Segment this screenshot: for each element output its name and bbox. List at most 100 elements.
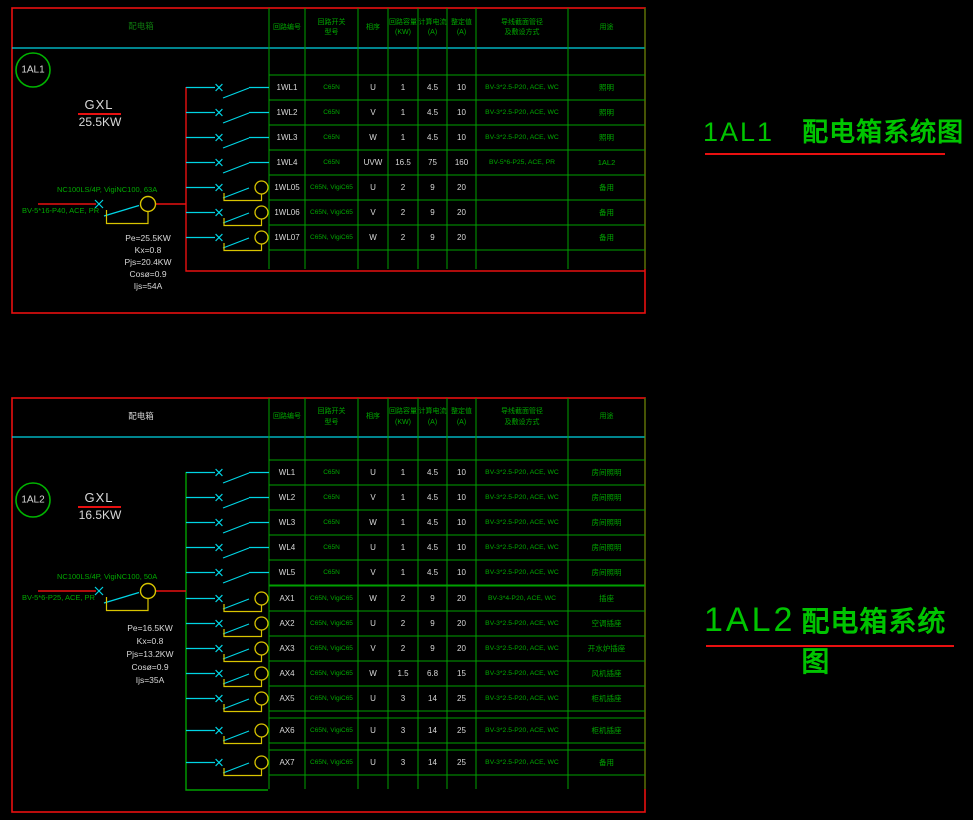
table-header-cell: 用途: [599, 23, 614, 31]
circuit-id-cell: 1WL3: [276, 133, 298, 142]
circuit-setting-cell: 20: [457, 619, 466, 628]
circuit-setting-cell: 10: [457, 568, 466, 577]
circuit-usage-cell: 开水炉插座: [587, 644, 626, 653]
circuit-id-cell: AX7: [279, 758, 295, 767]
load-calc-line: Ijs=35A: [135, 675, 165, 685]
table-header-cell: 用途: [599, 413, 614, 421]
panel-box-label: 配电箱: [128, 411, 154, 421]
circuit-id-cell: WL3: [278, 518, 296, 527]
circuit-current-cell: 4.5: [426, 468, 439, 477]
circuit-id-cell: 1WL4: [276, 158, 298, 167]
circuit-id-cell: AX4: [279, 669, 295, 678]
circuit-kw-cell: 2: [400, 208, 406, 217]
circuit-setting-cell: 10: [457, 468, 466, 477]
title-tag: 1AL1: [703, 117, 775, 147]
circuit-phase-cell: U: [370, 694, 376, 703]
circuit-setting-cell: 160: [454, 158, 469, 167]
circuit-phase-cell: U: [370, 83, 376, 92]
circuit-kw-cell: 1: [400, 108, 406, 117]
circuit-phase-cell: U: [370, 758, 376, 767]
circuit-setting-cell: 10: [457, 543, 466, 552]
load-calc-line: Cosø=0.9: [131, 662, 169, 672]
circuit-setting-cell: 10: [457, 493, 466, 502]
circuit-cable-cell: BV-3*2.5-P20, ACE, WC: [485, 670, 559, 677]
circuit-phase-cell: V: [370, 644, 376, 653]
circuit-id-cell: AX2: [279, 619, 295, 628]
circuit-kw-cell: 2: [400, 644, 406, 653]
panel-capacity: 16.5KW: [78, 508, 122, 522]
circuit-cable-cell: BV-3*2.5-P20, ACE, WC: [485, 569, 559, 576]
panel-box-label: 配电箱: [128, 21, 154, 31]
circuit-kw-cell: 1: [400, 83, 406, 92]
circuit-cable-cell: BV-3*2.5-P20, ACE, WC: [485, 134, 559, 141]
circuit-kw-cell: 2: [400, 619, 406, 628]
table-header-cell: 整定值(A): [451, 408, 472, 426]
circuit-phase-cell: W: [369, 518, 377, 527]
circuit-setting-cell: 25: [457, 726, 466, 735]
circuit-current-cell: 4.5: [426, 133, 439, 142]
title-name: 配电箱系统图: [802, 117, 965, 147]
circuit-setting-cell: 10: [457, 108, 466, 117]
circuit-id-cell: 1WL05: [274, 183, 300, 192]
circuit-kw-cell: 2: [400, 233, 406, 242]
circuit-kw-cell: 1: [400, 543, 406, 552]
table-header-cell: 相序: [366, 413, 380, 421]
circuit-current-cell: 4.5: [426, 543, 439, 552]
circuit-phase-cell: V: [370, 208, 376, 217]
circuit-kw-cell: 1.5: [397, 669, 409, 678]
circuit-setting-cell: 20: [457, 208, 466, 217]
title-underline: [706, 645, 954, 647]
table-header-cell: 计算电流(A): [418, 18, 447, 37]
panel-capacity: 25.5KW: [78, 115, 122, 129]
circuit-breaker-cell: C65N, VigiC65: [310, 645, 353, 652]
circuit-cable-cell: BV-3*2.5-P20, ACE, WC: [485, 469, 559, 476]
circuit-phase-cell: U: [370, 619, 376, 628]
circuit-kw-cell: 16.5: [395, 158, 411, 167]
table-header-cell: 导线截面管径及敷设方式: [501, 18, 543, 37]
incoming-breaker-text: NC100LS/4P, VigiNC100, 63A: [57, 185, 158, 194]
circuit-usage-cell: 插座: [599, 594, 614, 603]
circuit-current-cell: 14: [428, 694, 437, 703]
circuit-id-cell: AX3: [279, 644, 295, 653]
circuit-id-cell: AX6: [279, 726, 295, 735]
circuit-usage-cell: 备用: [599, 758, 614, 767]
circuit-id-cell: 1WL07: [274, 233, 300, 242]
circuit-id-cell: 1WL06: [274, 208, 300, 217]
circuit-phase-cell: U: [370, 183, 376, 192]
circuit-cable-cell: BV-3*2.5-P20, ACE, WC: [485, 519, 559, 526]
circuit-usage-cell: 备用: [599, 233, 614, 242]
panel-model: GXL: [84, 490, 114, 505]
circuit-cable-cell: BV-3*2.5-P20, ACE, WC: [485, 645, 559, 652]
circuit-current-cell: 14: [428, 758, 437, 767]
circuit-kw-cell: 1: [400, 133, 406, 142]
circuit-kw-cell: 2: [400, 183, 406, 192]
circuit-usage-cell: 柜机插座: [591, 694, 622, 703]
circuit-breaker-cell: C65N, VigiC65: [310, 595, 353, 602]
circuit-usage-cell: 柜机插座: [591, 726, 622, 735]
circuit-setting-cell: 20: [457, 233, 466, 242]
circuit-setting-cell: 10: [457, 83, 466, 92]
circuit-breaker-cell: C65N: [323, 134, 340, 141]
circuit-kw-cell: 2: [400, 594, 406, 603]
circuit-breaker-cell: C65N: [323, 494, 340, 501]
circuit-phase-cell: V: [370, 568, 376, 577]
circuit-usage-cell: 照明: [599, 83, 614, 92]
diagram-title-1al2: 1AL2 配电箱系统图: [704, 600, 973, 680]
table-header-cell: 导线截面管径及敷设方式: [501, 408, 543, 426]
circuit-cable-cell: BV-3*2.5-P20, ACE, WC: [485, 494, 559, 501]
panel-tag: 1AL1: [21, 64, 45, 76]
circuit-breaker-cell: C65N: [323, 544, 340, 551]
load-calc-line: Kx=0.8: [134, 245, 162, 255]
circuit-current-cell: 14: [428, 726, 437, 735]
circuit-phase-cell: W: [369, 133, 377, 142]
circuit-current-cell: 9: [430, 619, 435, 628]
circuit-id-cell: 1WL2: [276, 108, 298, 117]
circuit-usage-cell: 风机插座: [591, 669, 622, 678]
circuit-setting-cell: 10: [457, 133, 466, 142]
load-calc-line: Pe=16.5KW: [127, 623, 173, 633]
circuit-current-cell: 6.8: [426, 669, 439, 678]
circuit-usage-cell: 备用: [599, 183, 614, 192]
circuit-id-cell: WL5: [278, 568, 296, 577]
circuit-breaker-cell: C65N, VigiC65: [310, 184, 353, 191]
circuit-setting-cell: 20: [457, 183, 466, 192]
